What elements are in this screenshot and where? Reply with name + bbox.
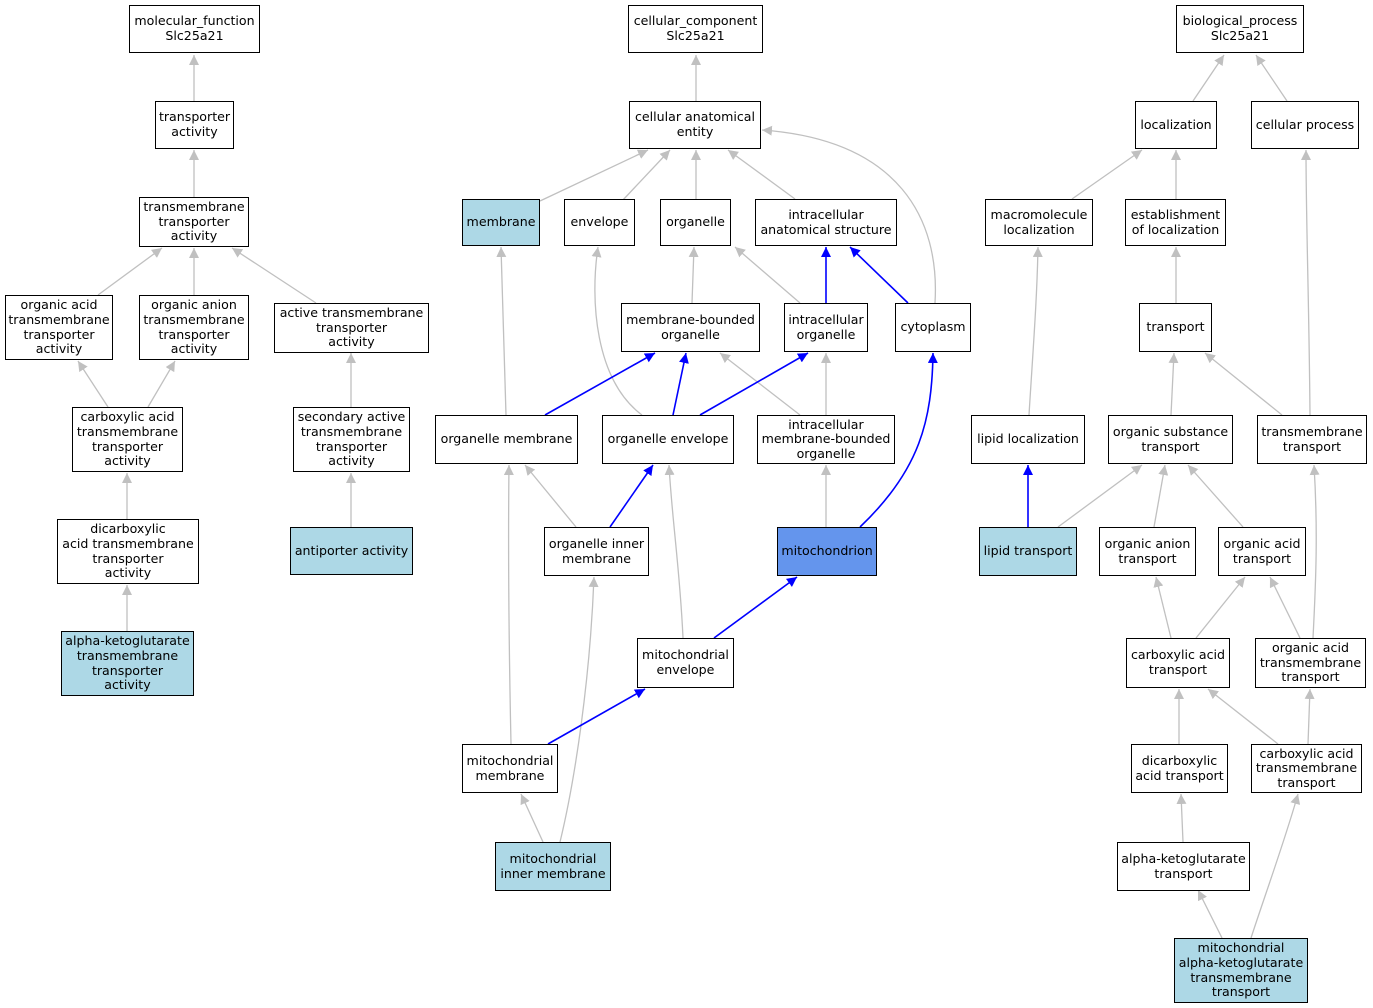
edge <box>503 464 514 745</box>
node-mitochondrion[interactable]: mitochondrion <box>777 527 877 576</box>
node-organelle-envelope[interactable]: organelle envelope <box>602 415 734 464</box>
node-cellular-component-root[interactable]: cellular_component Slc25a21 <box>628 5 763 53</box>
node-carboxylic-acid-transmembrane-transport[interactable]: carboxylic acid transmembrane transport <box>1251 744 1362 793</box>
edge <box>727 149 796 200</box>
edge <box>77 360 109 408</box>
edge <box>1153 576 1172 639</box>
node-membrane[interactable]: membrane <box>462 199 540 246</box>
edge <box>1192 54 1225 102</box>
node-organic-anion-transport[interactable]: organic anion transport <box>1099 527 1196 576</box>
node-macromolecule-localization[interactable]: macromolecule localization <box>985 199 1093 246</box>
node-alpha-ketoglutarate-transmembrane-transporter-activity[interactable]: alpha-ketoglutarate transmembrane transp… <box>61 631 194 696</box>
node-cytoplasm[interactable]: cytoplasm <box>895 303 971 352</box>
edge <box>1269 576 1301 639</box>
edge <box>859 352 938 528</box>
node-antiporter-activity[interactable]: antiporter activity <box>290 527 413 575</box>
edge <box>1028 246 1043 416</box>
edge <box>664 464 684 639</box>
node-secondary-active-transmembrane-transporter-activity[interactable]: secondary active transmembrane transport… <box>293 407 410 472</box>
edge <box>520 793 544 843</box>
node-lipid-localization[interactable]: lipid localization <box>971 415 1085 464</box>
node-envelope[interactable]: envelope <box>564 199 635 246</box>
edge <box>1304 688 1315 745</box>
node-active-transmembrane-transporter-activity[interactable]: active transmembrane transporter activit… <box>274 303 429 353</box>
node-organelle-inner-membrane[interactable]: organelle inner membrane <box>544 527 649 576</box>
node-dicarboxylic-acid-transmembrane-transporter-activity[interactable]: dicarboxylic acid transmembrane transpor… <box>57 519 199 584</box>
edges-gray <box>77 54 1320 939</box>
edge <box>849 246 909 304</box>
edge <box>699 352 809 416</box>
edge <box>672 352 689 416</box>
node-carboxylic-acid-transport[interactable]: carboxylic acid transport <box>1126 638 1230 688</box>
edge <box>1204 352 1283 416</box>
edge <box>524 464 577 528</box>
node-mitochondrial-inner-membrane[interactable]: mitochondrial inner membrane <box>495 842 611 891</box>
node-membrane-bounded-organelle[interactable]: membrane-bounded organelle <box>621 303 760 352</box>
edge <box>1057 464 1143 528</box>
node-intracellular-membrane-bounded-organelle[interactable]: intracellular membrane-bounded organelle <box>757 415 895 464</box>
node-carboxylic-acid-transmembrane-transporter-activity[interactable]: carboxylic acid transmembrane transporte… <box>72 407 183 472</box>
node-mitochondrial-alpha-ketoglutarate-transmembrane-transport[interactable]: mitochondrial alpha-ketoglutarate transm… <box>1174 938 1308 1003</box>
node-intracellular-anatomical-structure[interactable]: intracellular anatomical structure <box>755 199 897 246</box>
edge <box>1168 352 1179 416</box>
node-lipid-transport[interactable]: lipid transport <box>979 527 1077 576</box>
edge <box>1176 793 1187 843</box>
edge <box>713 576 798 639</box>
node-cellular-process[interactable]: cellular process <box>1251 101 1359 149</box>
edge <box>1301 149 1312 416</box>
node-transmembrane-transport[interactable]: transmembrane transport <box>1257 415 1367 464</box>
node-mitochondrial-membrane[interactable]: mitochondrial membrane <box>462 744 558 793</box>
node-organic-acid-transmembrane-transport[interactable]: organic acid transmembrane transport <box>1255 638 1366 688</box>
node-organic-acid-transmembrane-transporter-activity[interactable]: organic acid transmembrane transporter a… <box>5 295 113 360</box>
edge <box>734 246 801 304</box>
node-organic-substance-transport[interactable]: organic substance transport <box>1108 415 1233 464</box>
edge <box>1255 54 1288 102</box>
edge <box>1250 793 1301 939</box>
node-transporter-activity[interactable]: transporter activity <box>155 101 234 149</box>
edge <box>591 246 643 416</box>
edges-blue <box>544 246 1033 745</box>
node-organelle[interactable]: organelle <box>660 199 731 246</box>
edge <box>1207 688 1279 745</box>
edge <box>539 149 649 202</box>
node-organelle-membrane[interactable]: organelle membrane <box>435 415 578 464</box>
edge <box>559 576 599 843</box>
edge <box>231 247 317 304</box>
edge <box>544 352 656 416</box>
edge <box>1071 149 1143 200</box>
node-dicarboxylic-acid-transport[interactable]: dicarboxylic acid transport <box>1131 744 1228 793</box>
edge <box>1187 464 1244 528</box>
edge <box>609 464 654 528</box>
edge <box>97 247 163 296</box>
node-transport[interactable]: transport <box>1139 303 1212 352</box>
node-localization[interactable]: localization <box>1135 101 1217 149</box>
node-intracellular-organelle[interactable]: intracellular organelle <box>784 303 868 352</box>
node-establishment-of-localization[interactable]: establishment of localization <box>1125 199 1226 246</box>
node-biological-process-root[interactable]: biological_process Slc25a21 <box>1176 5 1304 53</box>
edge <box>147 360 176 408</box>
node-organic-acid-transport[interactable]: organic acid transport <box>1218 527 1306 576</box>
node-organic-anion-transmembrane-transporter-activity[interactable]: organic anion transmembrane transporter … <box>139 295 249 360</box>
node-transmembrane-transporter-activity[interactable]: transmembrane transporter activity <box>139 197 249 247</box>
edge <box>1309 464 1320 639</box>
node-molecular-function-root[interactable]: molecular_function Slc25a21 <box>129 5 260 53</box>
edge <box>719 352 801 416</box>
edge <box>1153 464 1169 528</box>
node-alpha-ketoglutarate-transport[interactable]: alpha-ketoglutarate transport <box>1117 842 1250 891</box>
edge <box>1197 889 1223 939</box>
node-cellular-anatomical-entity[interactable]: cellular anatomical entity <box>629 101 761 149</box>
edge <box>761 125 937 304</box>
edge <box>1195 576 1246 639</box>
node-mitochondrial-envelope[interactable]: mitochondrial envelope <box>637 638 734 688</box>
edge <box>496 246 507 416</box>
edge <box>547 688 646 745</box>
edge <box>621 149 671 202</box>
edge <box>688 246 699 304</box>
